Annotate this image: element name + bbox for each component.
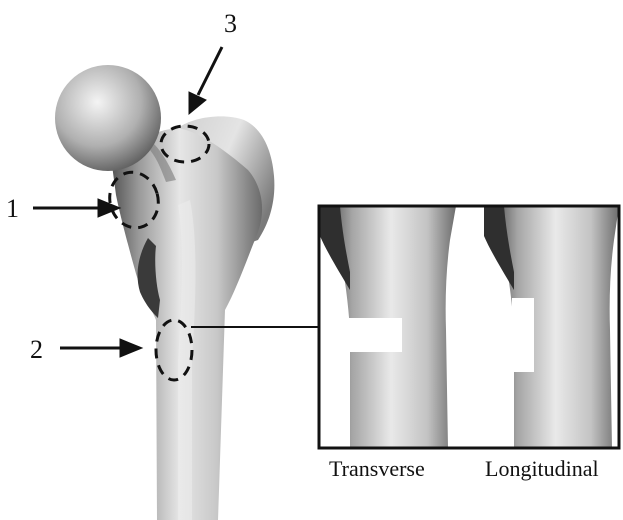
marker-3-label: 3 (224, 9, 237, 38)
femoral-head (55, 65, 161, 171)
inset-panel (319, 206, 619, 448)
transverse-defect (348, 318, 402, 352)
arrow-3-shaft (198, 47, 222, 95)
marker-2-label: 2 (30, 335, 43, 364)
marker-1-label: 1 (6, 194, 19, 223)
arrow-3-head (189, 92, 206, 114)
transverse-label: Transverse (329, 456, 425, 481)
longitudinal-label: Longitudinal (485, 456, 599, 481)
arrow-2-head (120, 339, 142, 357)
longitudinal-defect (512, 298, 534, 372)
